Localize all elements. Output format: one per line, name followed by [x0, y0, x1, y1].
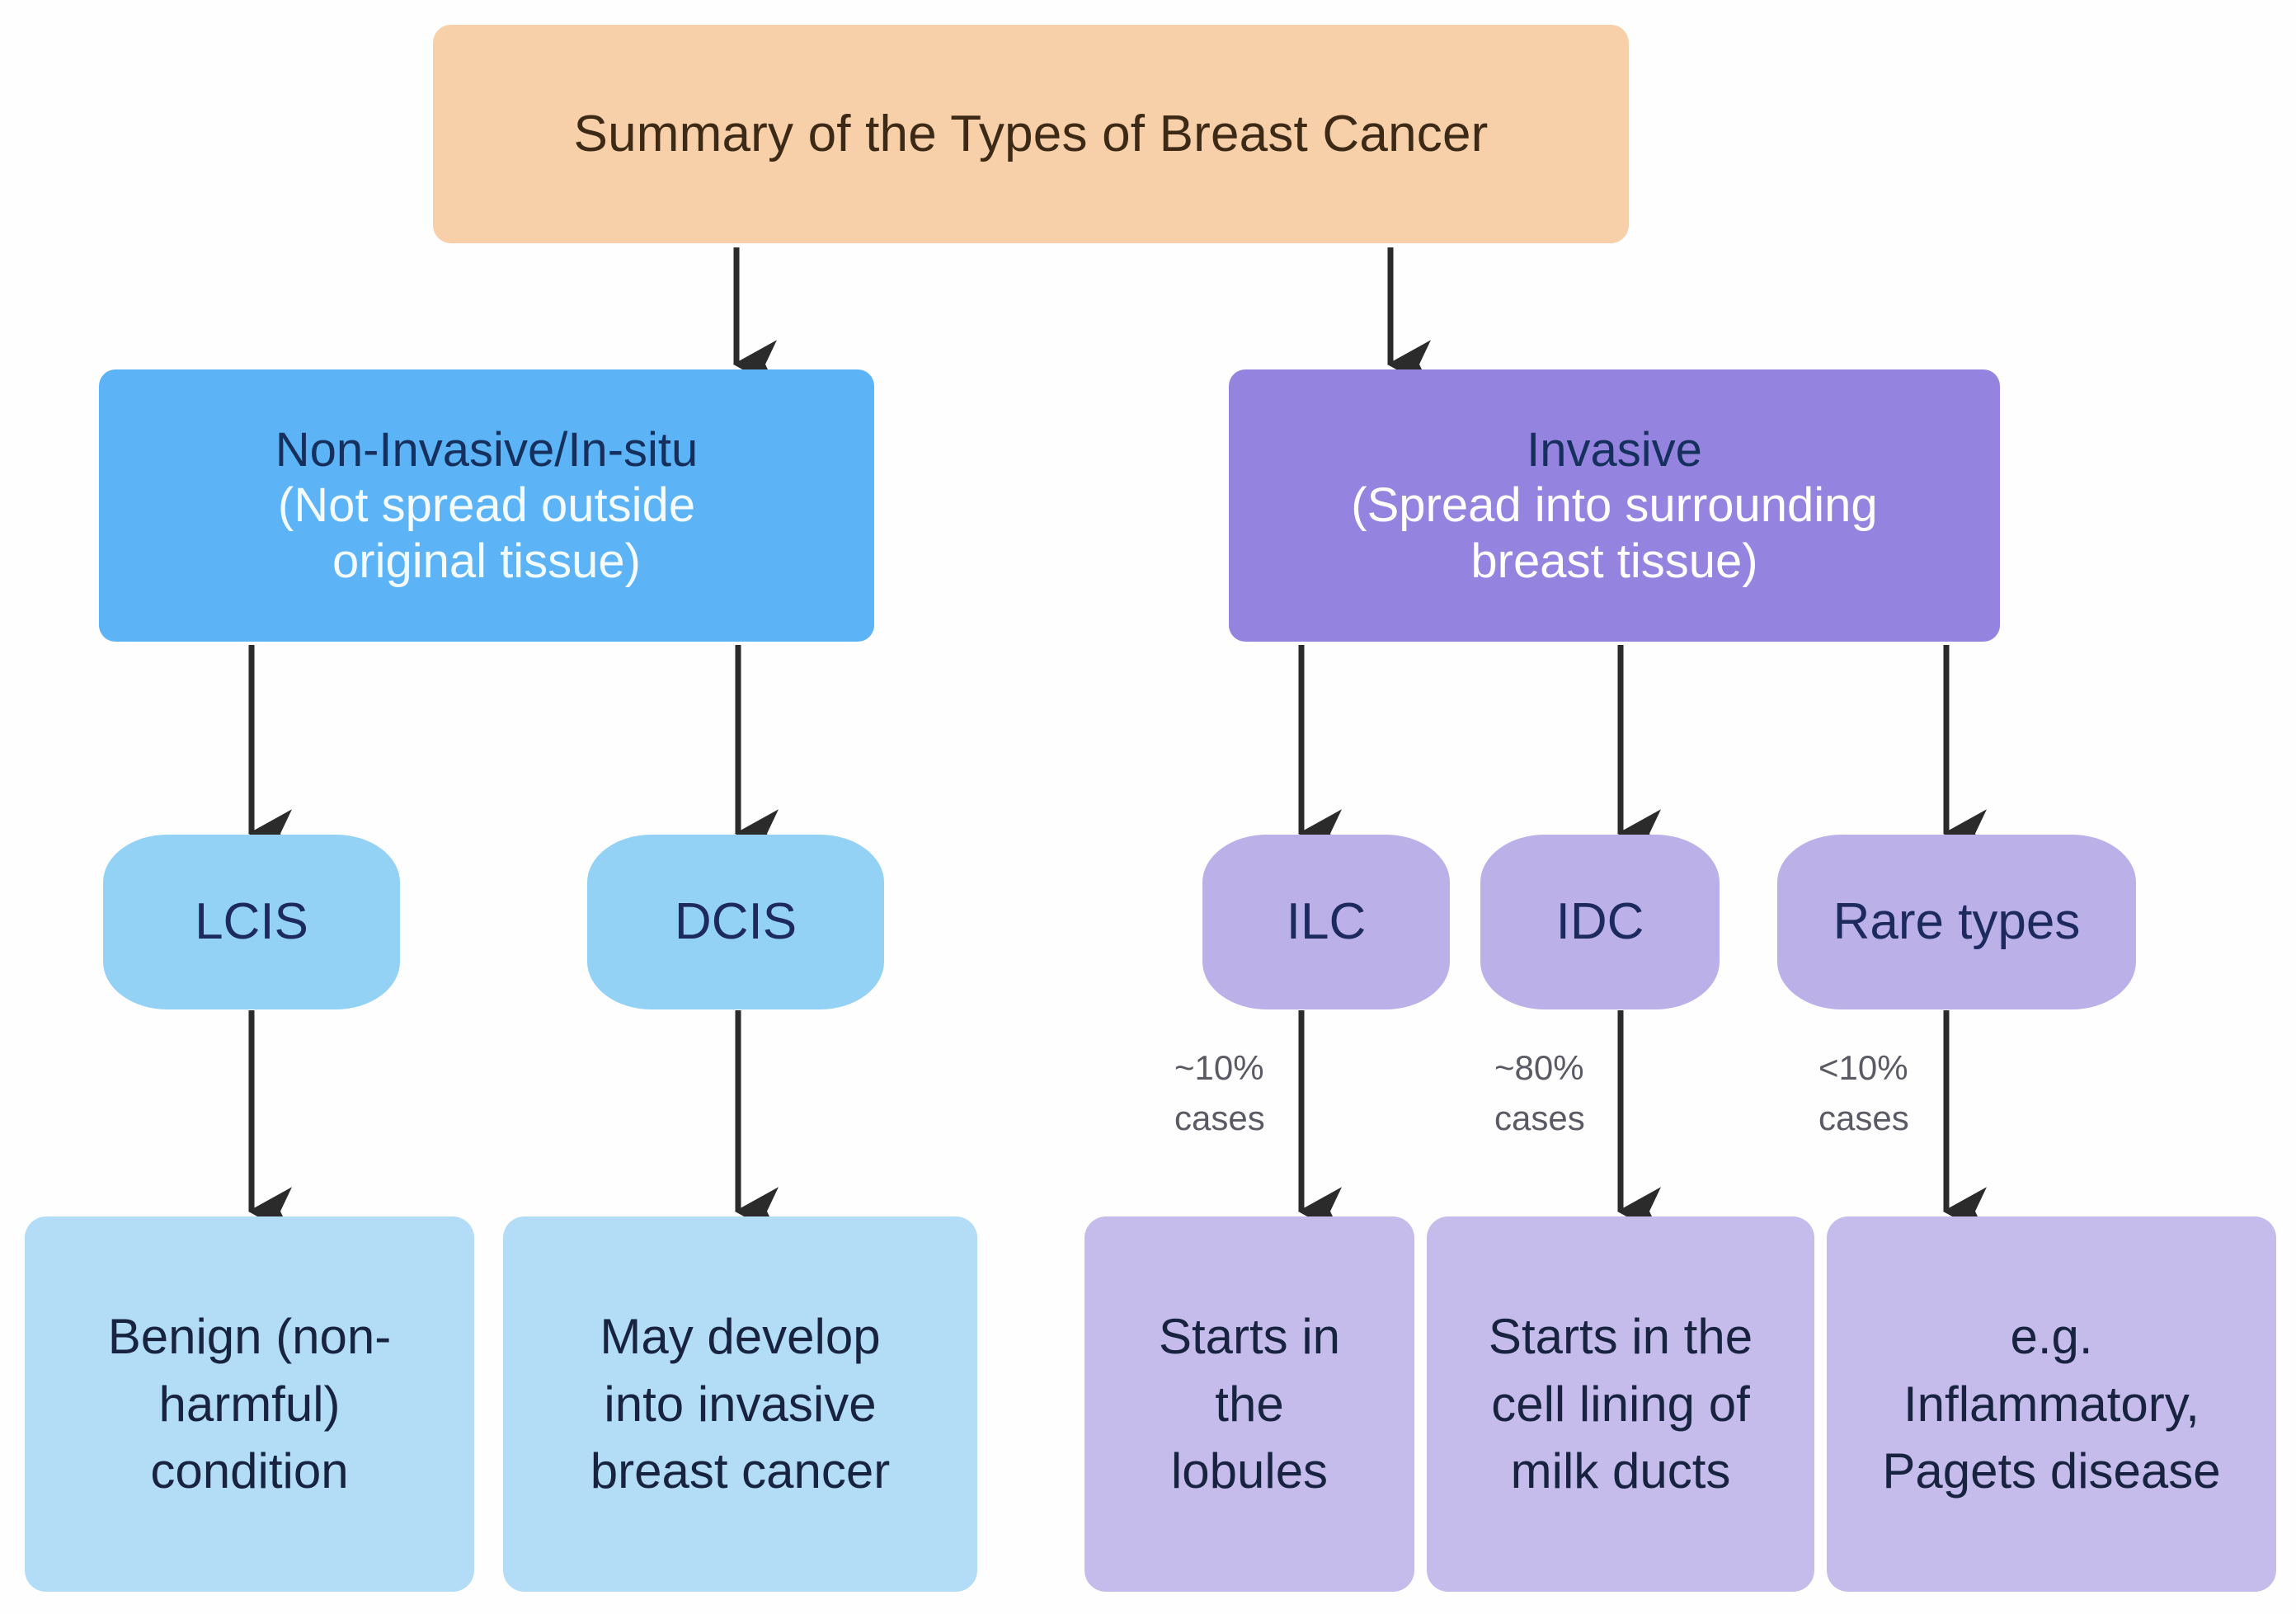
outcome-idc-line2: cell lining of	[1491, 1376, 1750, 1432]
outcome-lcis[interactable]: Benign (non- harmful) condition	[25, 1216, 474, 1592]
outcome-lcis-line3: condition	[150, 1443, 349, 1499]
page-title: Summary of the Types of Breast Cancer	[433, 25, 1629, 243]
outcome-dcis-line2: into invasive	[604, 1376, 877, 1432]
category-non-invasive[interactable]: Non-Invasive/In-situ (Not spread outside…	[99, 369, 874, 642]
outcome-idc[interactable]: Starts in the cell lining of milk ducts	[1427, 1216, 1814, 1592]
type-ilc-label: ILC	[1286, 893, 1367, 951]
type-lcis-label: LCIS	[195, 893, 308, 951]
page-title-text: Summary of the Types of Breast Cancer	[573, 105, 1489, 162]
outcome-ilc-line3: lobules	[1170, 1443, 1329, 1499]
outcome-lcis-line1: Benign (non-	[107, 1309, 392, 1365]
outcome-rare-line3: Pagets disease	[1882, 1443, 2221, 1499]
outcome-ilc-line1: Starts in	[1158, 1309, 1341, 1365]
category-invasive-subtitle-line1: (Spread into surrounding	[1351, 478, 1878, 533]
type-dcis[interactable]: DCIS	[587, 835, 884, 1009]
edge-label-idc-percent: ~80% cases	[1494, 1048, 1585, 1137]
outcome-idc-line3: milk ducts	[1510, 1443, 1731, 1499]
outcome-ilc[interactable]: Starts in the lobules	[1084, 1216, 1414, 1592]
type-rare[interactable]: Rare types	[1777, 835, 2136, 1009]
outcome-rare-line1: e.g.	[2010, 1309, 2093, 1365]
type-idc-label: IDC	[1555, 893, 1644, 951]
category-invasive[interactable]: Invasive (Spread into surrounding breast…	[1229, 369, 2000, 642]
category-invasive-subtitle-line2: breast tissue)	[1470, 534, 1758, 588]
type-dcis-label: DCIS	[674, 893, 797, 951]
outcome-rare-line2: Inflammatory,	[1903, 1376, 2200, 1432]
category-non-invasive-subtitle-line2: original tissue)	[332, 534, 641, 588]
type-idc[interactable]: IDC	[1480, 835, 1720, 1009]
category-non-invasive-title: Non-Invasive/In-situ	[275, 423, 699, 478]
outcome-lcis-line2: harmful)	[158, 1376, 341, 1432]
type-ilc[interactable]: ILC	[1202, 835, 1450, 1009]
type-lcis[interactable]: LCIS	[103, 835, 400, 1009]
outcome-dcis[interactable]: May develop into invasive breast cancer	[503, 1216, 977, 1592]
outcome-rare[interactable]: e.g. Inflammatory, Pagets disease	[1827, 1216, 2276, 1592]
edge-label-ilc-percent: ~10% cases	[1174, 1048, 1265, 1137]
edge-label-rare-percent: <10% cases	[1818, 1048, 1909, 1137]
outcome-dcis-line3: breast cancer	[590, 1443, 891, 1499]
category-non-invasive-subtitle-line1: (Not spread outside	[277, 478, 696, 533]
type-rare-label: Rare types	[1833, 893, 2081, 951]
outcome-idc-line1: Starts in the	[1488, 1309, 1753, 1365]
category-invasive-title: Invasive	[1527, 423, 1702, 478]
outcome-ilc-line2: the	[1215, 1376, 1284, 1432]
outcome-dcis-line1: May develop	[600, 1309, 881, 1365]
